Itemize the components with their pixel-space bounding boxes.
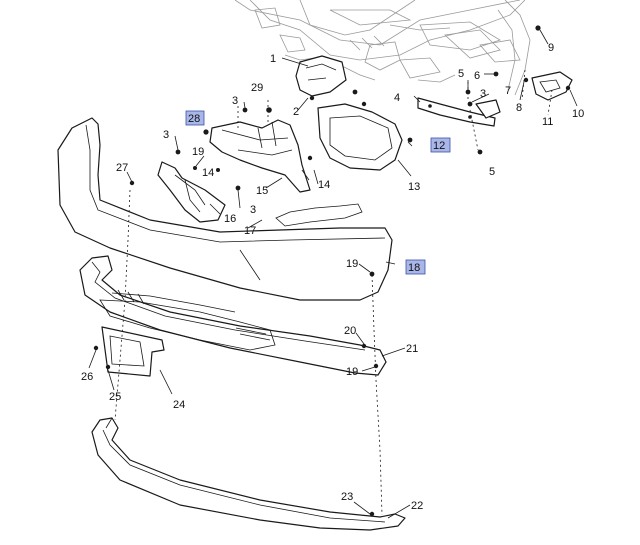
callout-9: 9 bbox=[548, 42, 554, 54]
left-bracket bbox=[157, 161, 226, 223]
callout-11: 11 bbox=[542, 116, 553, 128]
right-bracket bbox=[531, 71, 573, 101]
callout-3: 3 bbox=[232, 95, 238, 107]
callout-16: 16 bbox=[224, 213, 236, 225]
callout-2: 2 bbox=[293, 106, 299, 118]
callout-26: 26 bbox=[81, 371, 93, 383]
callout-19: 19 bbox=[346, 258, 358, 270]
callout-23: 23 bbox=[341, 491, 353, 503]
callout-labels: 1 2 3 3 3 3 4 5 5 6 7 8 9 10 11 12 13 14… bbox=[81, 42, 584, 512]
callout-5: 5 bbox=[489, 166, 495, 178]
side-bracket bbox=[317, 103, 403, 171]
callout-14: 14 bbox=[202, 167, 214, 179]
vehicle-frame-background bbox=[234, 0, 531, 96]
highlight-box-12 bbox=[430, 137, 451, 153]
fog-lamp-bezel bbox=[101, 326, 165, 377]
callout-4: 4 bbox=[394, 92, 400, 104]
upper-bracket bbox=[295, 55, 347, 97]
fasteners bbox=[93, 25, 571, 517]
callout-19: 19 bbox=[192, 146, 204, 158]
callout-5: 5 bbox=[458, 68, 464, 80]
callout-3: 3 bbox=[480, 88, 486, 100]
callout-24: 24 bbox=[173, 399, 185, 411]
callout-25: 25 bbox=[109, 391, 121, 403]
callout-highlights bbox=[185, 110, 451, 275]
leader-lines bbox=[88, 29, 578, 519]
callout-13: 13 bbox=[408, 181, 420, 193]
lower-air-deflector bbox=[91, 417, 406, 531]
callout-27: 27 bbox=[116, 162, 128, 174]
callout-28: 28 bbox=[188, 113, 200, 125]
small-bracket bbox=[475, 99, 501, 119]
callout-20: 20 bbox=[344, 325, 356, 337]
callout-1: 1 bbox=[270, 53, 276, 65]
callout-3: 3 bbox=[250, 204, 256, 216]
callout-19: 19 bbox=[346, 366, 358, 378]
callout-8: 8 bbox=[516, 102, 522, 114]
callout-29: 29 bbox=[251, 82, 263, 94]
lower-bumper-fascia bbox=[79, 255, 387, 376]
center-bracket bbox=[209, 119, 311, 193]
callout-15: 15 bbox=[256, 185, 268, 197]
callout-7: 7 bbox=[505, 85, 511, 97]
callout-6: 6 bbox=[474, 70, 480, 82]
callout-14: 14 bbox=[318, 179, 330, 191]
callout-22: 22 bbox=[411, 500, 423, 512]
highlight-box-28 bbox=[185, 110, 205, 126]
tow-bracket bbox=[417, 97, 496, 127]
highlight-box-18 bbox=[405, 259, 426, 275]
callout-10: 10 bbox=[572, 108, 584, 120]
front-bumper-bar bbox=[57, 117, 393, 301]
callout-12: 12 bbox=[433, 140, 445, 152]
callout-21: 21 bbox=[406, 343, 418, 355]
callout-18: 18 bbox=[408, 262, 420, 274]
callout-17: 17 bbox=[244, 225, 256, 237]
callout-3: 3 bbox=[163, 129, 169, 141]
